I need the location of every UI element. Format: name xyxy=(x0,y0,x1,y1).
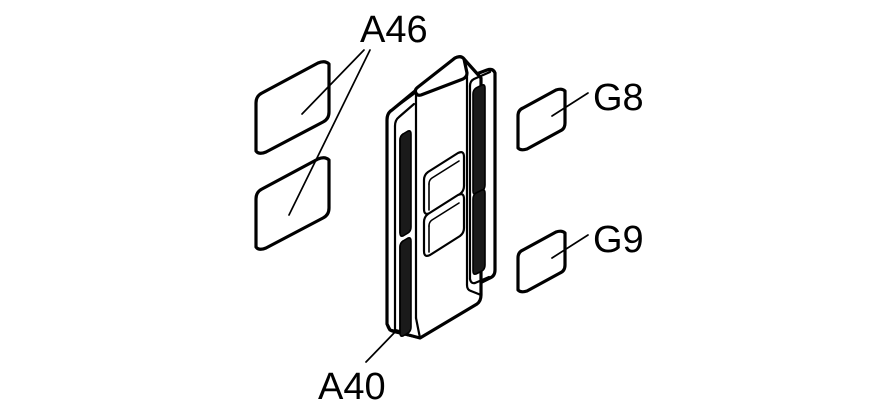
part-a40-bracket xyxy=(385,55,497,340)
leader-g8 xyxy=(551,92,589,117)
left-flange-slot-upper xyxy=(399,130,412,237)
label-g9: G9 xyxy=(593,219,644,261)
leader-g9 xyxy=(551,234,589,259)
label-a46: A46 xyxy=(360,9,428,51)
right-flange-slot-lower xyxy=(472,189,486,275)
leader-a46-lower xyxy=(288,49,371,216)
right-flange-slot-upper xyxy=(472,84,486,195)
label-a40: A40 xyxy=(318,366,386,408)
label-g8: G8 xyxy=(593,77,644,119)
part-g8-plate xyxy=(516,87,567,152)
bracket-window-lower xyxy=(422,193,466,257)
leader-lines-group xyxy=(288,49,589,363)
leader-a46-upper xyxy=(301,49,365,115)
part-g9-plate xyxy=(516,229,567,294)
part-a46-upper-plate xyxy=(254,60,331,155)
leader-a40 xyxy=(365,330,397,363)
part-a46-lower-plate xyxy=(254,156,331,251)
left-flange-slot-lower xyxy=(399,237,412,337)
